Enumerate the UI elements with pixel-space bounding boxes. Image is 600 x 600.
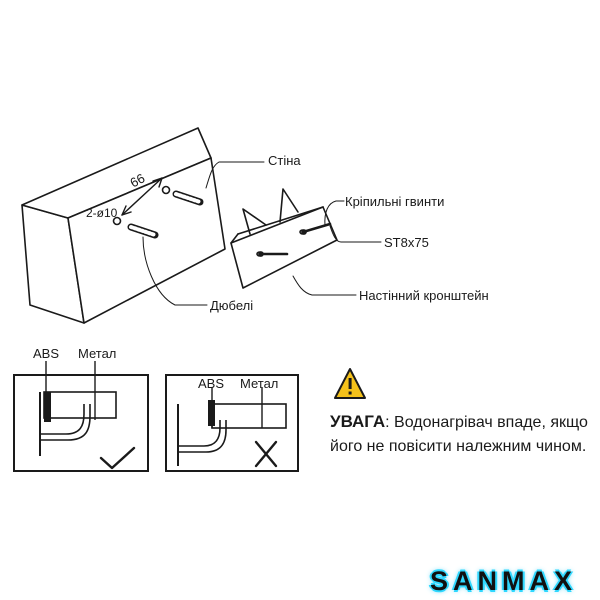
warning-text: УВАГА: Водонагрівач впаде, якщо його не …: [330, 410, 592, 459]
brand-logo: SANMAX: [430, 566, 578, 596]
spacing-dimension-arrow: [121, 177, 163, 216]
wall-block: [21, 127, 226, 324]
warning-title: УВАГА: [330, 412, 386, 431]
detail-correct-abs-label: ABS: [33, 346, 60, 361]
detail-wrong-abs-label: ABS: [198, 376, 225, 391]
dowels-label: Дюбелі: [210, 298, 254, 313]
detail-wrong-metal-label: Метал: [240, 376, 279, 391]
warning-body: : Водонагрівач впаде, якщо його не повіс…: [330, 414, 588, 455]
detail-correct: [13, 361, 149, 472]
dowel-right: [172, 190, 204, 206]
leader-lines: [142, 161, 382, 306]
holes-label: 2-ø10: [86, 206, 118, 220]
cross-mark-icon: [254, 440, 278, 468]
warning-triangle-icon: [334, 368, 366, 399]
wall-hole-left: [112, 216, 122, 226]
fixing-screws-label: Кріпильні гвинти: [345, 194, 445, 209]
wall-bracket-label: Настінний кронштейн: [359, 288, 489, 303]
check-mark-icon: [99, 446, 136, 470]
dowel-left: [127, 223, 159, 239]
wall-hole-right: [161, 185, 171, 195]
detail-correct-metal-label: Метал: [78, 346, 117, 361]
detail-wrong: [165, 374, 299, 472]
wall-bracket: [230, 188, 338, 289]
wall-label: Стіна: [268, 153, 301, 168]
screw-size-label: ST8x75: [384, 235, 429, 250]
